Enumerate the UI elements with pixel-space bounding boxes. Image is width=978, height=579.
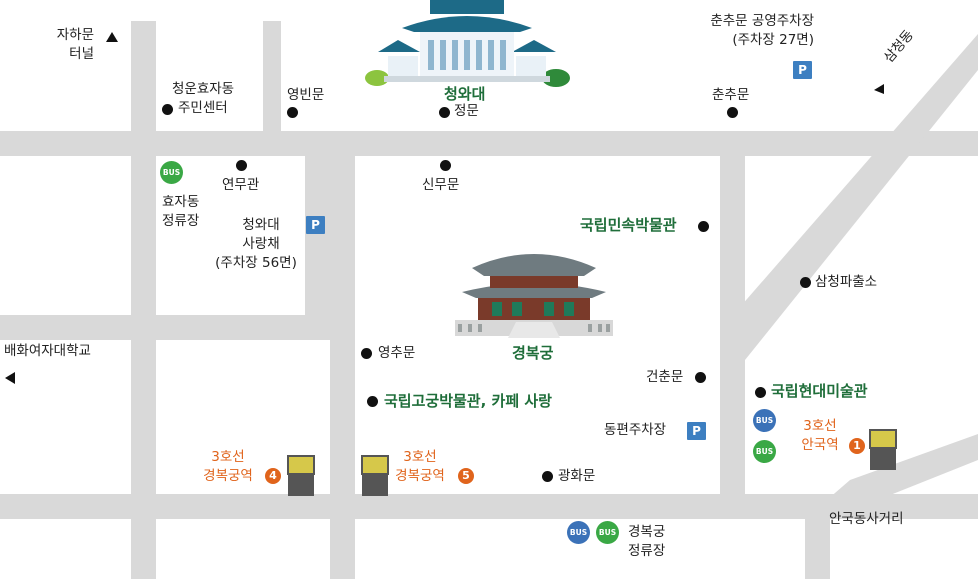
mmca-label: 국립현대미술관 xyxy=(771,382,868,400)
cheongun-dot xyxy=(162,104,173,115)
cheongwadae-label: 청와대 xyxy=(444,85,486,103)
subway-exit-icons xyxy=(287,429,897,496)
yeongbinmun-label: 영빈문 xyxy=(287,87,325,103)
hyojadong-bus-icon: BUS xyxy=(160,161,183,184)
yeongchumun-dot xyxy=(361,348,372,359)
ewha-school-label: 배화여자대학교 xyxy=(4,343,91,359)
geonchunmun-label: 건춘문 xyxy=(646,369,684,385)
dongpyeon-parking-label: 동편주차장 xyxy=(604,422,667,438)
samcheong-police-label: 삼청파출소 xyxy=(815,274,878,290)
anguk-exit-1-badge: 1 xyxy=(849,438,865,454)
exit-5-badge: 5 xyxy=(458,468,474,484)
cheongwadae-illustration xyxy=(365,0,570,87)
mmca-dot xyxy=(755,387,766,398)
folk-museum-label: 국립민속박물관 xyxy=(580,216,677,234)
direction-arrows xyxy=(5,32,884,384)
gwanghwamun-dot xyxy=(542,471,553,482)
chunchumun-label: 춘추문 xyxy=(712,87,750,103)
dongpyeon-parking-icon: P xyxy=(687,422,706,440)
roads xyxy=(0,21,978,579)
exit-4-badge: 4 xyxy=(265,468,281,484)
samcheong-police-dot xyxy=(800,277,811,288)
gyeongbokgung-illustration xyxy=(455,254,613,338)
jeongmun-dot xyxy=(439,107,450,118)
anguk-intersection-label: 안국동사거리 xyxy=(829,511,904,527)
palace-museum-dot xyxy=(367,396,378,407)
sarangchae-parking-icon: P xyxy=(306,216,325,234)
chunchumun-parking-icon: P xyxy=(793,61,812,79)
anguk-bus-green-icon: BUS xyxy=(753,440,776,463)
chunchumun-parking-label: 춘추문 공영주차장(주차장 27면) xyxy=(710,13,814,48)
yeongchumun-label: 영추문 xyxy=(378,345,416,361)
yeonmugwan-label: 연무관 xyxy=(222,177,260,193)
gwanghwamun-label: 광화문 xyxy=(558,468,596,484)
yeongbinmun-dot xyxy=(287,107,298,118)
gyeongbokgung-bus-green-icon: BUS xyxy=(596,521,619,544)
geonchunmun-dot xyxy=(695,372,706,383)
gyeongbokgung-bus-blue-icon: BUS xyxy=(567,521,590,544)
folk-museum-dot xyxy=(698,221,709,232)
chunchumun-dot xyxy=(727,107,738,118)
yeonmugwan-dot xyxy=(236,160,247,171)
jeongmun-label: 정문 xyxy=(454,103,479,119)
palace-museum-label: 국립고궁박물관, 카페 사랑 xyxy=(384,392,552,410)
sinmumun-dot xyxy=(440,160,451,171)
gyeongbokgung-label: 경복궁 xyxy=(512,344,554,362)
anguk-bus-blue-icon: BUS xyxy=(753,409,776,432)
sinmumun-label: 신무문 xyxy=(422,177,460,193)
